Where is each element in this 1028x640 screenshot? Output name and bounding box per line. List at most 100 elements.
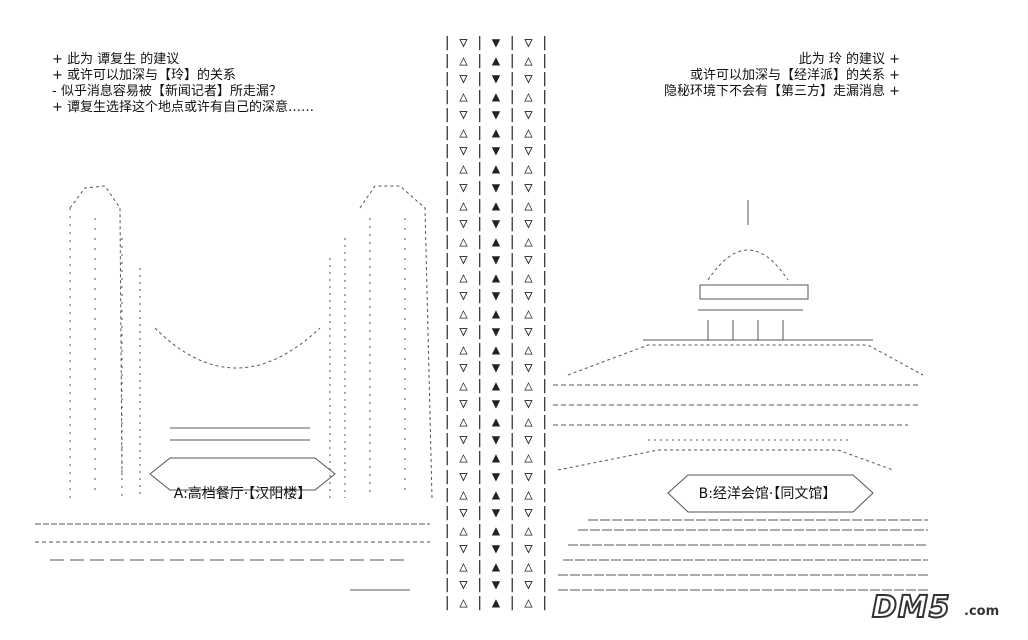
triangle-icon: △	[459, 486, 468, 503]
option-a-notes: + 此为 谭复生 的建议 + 或许可以加深与【玲】的关系 - 似乎消息容易被【新…	[52, 52, 314, 116]
divider-row: |△|▲|△|	[443, 197, 549, 214]
divider-row: |△|▲|△|	[443, 233, 549, 250]
triangle-icon: ▽	[524, 540, 533, 557]
note-line: + 或许可以加深与【玲】的关系	[52, 68, 237, 83]
triangle-icon: ▽	[524, 360, 533, 377]
triangle-icon: ▽	[524, 179, 533, 196]
triangle-icon: ▽	[459, 540, 468, 557]
triangle-icon: △	[524, 486, 533, 503]
note-line: + 谭复生选择这个地点或许有自己的深意……	[52, 100, 315, 115]
triangle-icon: ▽	[459, 432, 468, 449]
triangle-icon: △	[459, 125, 468, 142]
divider-row: |△|▲|△|	[443, 450, 549, 467]
triangle-icon: △	[459, 89, 468, 106]
triangle-icon: △	[459, 378, 468, 395]
triangle-icon: △	[459, 269, 468, 286]
divider-row: |▽|▼|▽|	[443, 287, 549, 304]
triangle-icon: △	[459, 197, 468, 214]
triangle-icon: ▲	[491, 342, 501, 359]
triangle-icon: △	[524, 305, 533, 322]
triangle-icon: △	[459, 342, 468, 359]
triangle-icon: ▽	[524, 251, 533, 268]
triangle-icon: ▲	[491, 450, 501, 467]
triangle-icon: △	[524, 53, 533, 70]
triangle-icon: ▼	[491, 396, 501, 413]
triangle-divider: |▽|▼|▽||△|▲|△||▽|▼|▽||△|▲|△||▽|▼|▽||△|▲|…	[441, 34, 551, 612]
divider-row: |△|▲|△|	[443, 594, 549, 611]
divider-row: |△|▲|△|	[443, 161, 549, 178]
divider-row: |△|▲|△|	[443, 378, 549, 395]
triangle-icon: ▽	[459, 576, 468, 593]
meeting-hall-building-art	[553, 200, 928, 591]
divider-row: |▽|▼|▽|	[443, 540, 549, 557]
divider-row: |▽|▼|▽|	[443, 468, 549, 485]
triangle-icon: △	[459, 414, 468, 431]
divider-row: |△|▲|△|	[443, 269, 549, 286]
triangle-icon: ▲	[491, 269, 501, 286]
triangle-icon: ▽	[459, 504, 468, 521]
triangle-icon: △	[524, 594, 533, 611]
triangle-icon: △	[459, 233, 468, 250]
note-line: 隐秘环境下不会有【第三方】走漏消息 +	[663, 84, 900, 99]
divider-row: |▽|▼|▽|	[443, 143, 549, 160]
divider-row: |▽|▼|▽|	[443, 576, 549, 593]
triangle-icon: △	[524, 125, 533, 142]
triangle-icon: ▲	[491, 125, 501, 142]
divider-row: |△|▲|△|	[443, 89, 549, 106]
divider-row: |△|▲|△|	[443, 522, 549, 539]
divider-row: |▽|▼|▽|	[443, 179, 549, 196]
triangle-icon: △	[524, 161, 533, 178]
divider-row: |▽|▼|▽|	[443, 107, 549, 124]
triangle-icon: ▲	[491, 558, 501, 575]
triangle-icon: △	[459, 522, 468, 539]
triangle-icon: ▽	[524, 287, 533, 304]
triangle-icon: ▽	[459, 360, 468, 377]
triangle-icon: ▼	[491, 107, 501, 124]
option-b-notes: 此为 玲 的建议 + 或许可以加深与【经洋派】的关系 + 隐秘环境下不会有【第三…	[664, 52, 900, 100]
divider-row: |▽|▼|▽|	[443, 324, 549, 340]
triangle-icon: ▼	[491, 324, 501, 340]
option-b-button[interactable]: B:经洋会馆·【同文馆】	[698, 486, 837, 502]
note-line: + 此为 谭复生 的建议	[52, 52, 180, 67]
divider-row: |▽|▼|▽|	[443, 251, 549, 268]
triangle-icon: △	[459, 305, 468, 322]
triangle-icon: ▼	[491, 468, 501, 485]
triangle-icon: ▲	[491, 197, 501, 214]
triangle-icon: ▽	[524, 35, 533, 51]
triangle-icon: △	[524, 450, 533, 467]
triangle-icon: △	[459, 450, 468, 467]
triangle-icon: ▽	[524, 504, 533, 521]
triangle-icon: ▲	[491, 522, 501, 539]
triangle-icon: ▼	[491, 143, 501, 160]
triangle-icon: ▽	[459, 143, 468, 160]
triangle-icon: ▼	[491, 71, 501, 88]
triangle-icon: ▲	[491, 305, 501, 322]
triangle-icon: ▲	[491, 414, 501, 431]
divider-row: |▽|▼|▽|	[443, 35, 549, 51]
triangle-icon: ▽	[524, 576, 533, 593]
triangle-icon: ▽	[524, 396, 533, 413]
triangle-icon: △	[524, 269, 533, 286]
triangle-icon: ▼	[491, 432, 501, 449]
triangle-icon: ▲	[491, 161, 501, 178]
triangle-icon: ▽	[459, 287, 468, 304]
note-line: 或许可以加深与【经洋派】的关系 +	[689, 68, 900, 83]
triangle-icon: ▽	[524, 107, 533, 124]
triangle-icon: ▲	[491, 378, 501, 395]
triangle-icon: △	[524, 522, 533, 539]
triangle-icon: △	[524, 89, 533, 106]
triangle-icon: ▽	[459, 35, 468, 51]
triangle-icon: ▲	[491, 53, 501, 70]
triangle-icon: ▽	[459, 215, 468, 232]
triangle-icon: ▼	[491, 540, 501, 557]
triangle-icon: ▽	[524, 468, 533, 485]
triangle-icon: ▼	[491, 504, 501, 521]
divider-row: |△|▲|△|	[443, 305, 549, 322]
divider-row: |▽|▼|▽|	[443, 432, 549, 449]
triangle-icon: ▽	[524, 324, 533, 340]
triangle-icon: ▽	[459, 251, 468, 268]
option-a-button[interactable]: A:高档餐厅·【汉阳楼】	[173, 486, 312, 502]
note-line: 此为 玲 的建议 +	[798, 52, 900, 67]
divider-row: |△|▲|△|	[443, 125, 549, 142]
triangle-icon: ▼	[491, 251, 501, 268]
